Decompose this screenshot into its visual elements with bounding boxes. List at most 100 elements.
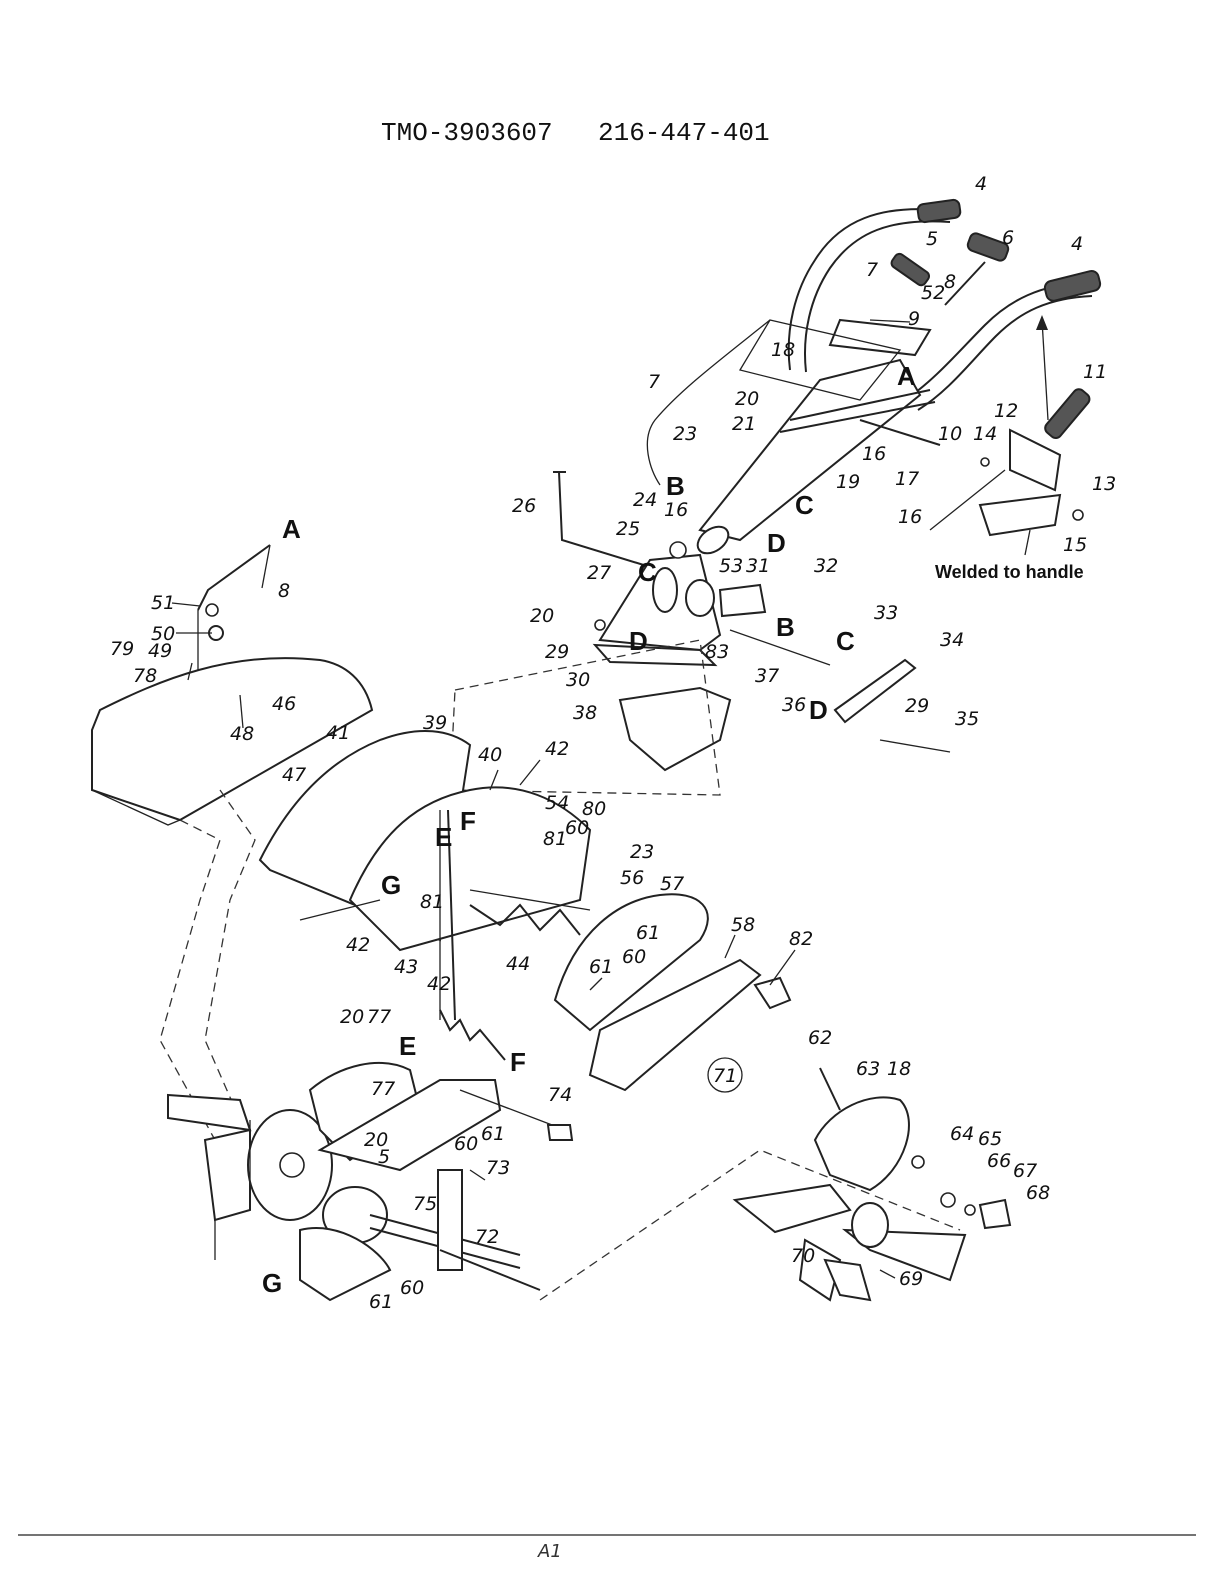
clutch-lever (1044, 388, 1091, 440)
callout-label: 8 (278, 580, 290, 602)
callout-label: 17 (895, 468, 919, 490)
callout-label: 7 (866, 259, 878, 281)
left-grip (916, 198, 962, 224)
callout-label: 6 (1002, 227, 1014, 249)
ref-D-right: D (809, 695, 828, 725)
callout-label: 54 (545, 792, 569, 814)
page-mark: A1 (537, 1541, 562, 1562)
callout-label: 56 (620, 867, 644, 889)
callout-label: 43 (394, 956, 418, 978)
ref-A-top: A (897, 361, 916, 391)
callout-label: 36 (782, 694, 806, 716)
callout-label: 10 (938, 423, 962, 445)
callout-label: 31 (746, 555, 770, 577)
callout-label: 72 (475, 1226, 499, 1248)
shift-knob (966, 232, 1010, 262)
ref-F-low: F (510, 1047, 526, 1077)
callout-label: 69 (899, 1268, 923, 1290)
callout-label: 5 (926, 228, 938, 250)
callout-label: 49 (148, 640, 172, 662)
leader-lines (171, 544, 896, 1279)
callout-label: 29 (905, 695, 929, 717)
callout-label: 20 (340, 1006, 364, 1028)
callout-label: 81 (543, 828, 567, 850)
callout-label: 23 (673, 423, 697, 445)
ref-B-mid: B (776, 612, 795, 642)
callout-label: 20 (735, 388, 759, 410)
callout-label: 16 (898, 506, 922, 528)
ref-F-mid: F (460, 806, 476, 836)
callout-label: 35 (955, 708, 979, 730)
callout-label: 78 (133, 665, 157, 687)
handle-column (698, 358, 922, 542)
callout-label: 29 (545, 641, 569, 663)
callout-labels: 4 5 6 4 7 52 8 9 7 18 20 21 23 16 19 10 … (110, 173, 1116, 1313)
callout-label: 30 (566, 669, 590, 691)
callout-label: 26 (512, 495, 536, 517)
callout-label: 79 (110, 638, 134, 660)
handle-mount-bracket (449, 471, 951, 796)
callout-label: 47 (282, 764, 306, 786)
callout-label: 24 (633, 489, 657, 511)
callout-label: 9 (908, 308, 920, 330)
callout-label: 53 (719, 555, 743, 577)
callout-label: 39 (423, 712, 447, 734)
callout-label: 61 (636, 922, 660, 944)
callout-label: 14 (973, 423, 997, 445)
ref-E-mid: E (435, 822, 452, 852)
callout-label: 60 (454, 1133, 478, 1155)
callout-label: 61 (589, 956, 613, 978)
callout-label: 60 (622, 946, 646, 968)
callout-label: 82 (789, 928, 813, 950)
ref-G-low: G (262, 1268, 282, 1298)
callout-label: 21 (732, 413, 756, 435)
callout-label: 65 (978, 1128, 1002, 1150)
callout-label: 57 (660, 873, 684, 895)
callout-label: 42 (427, 973, 451, 995)
callout-label: 23 (630, 841, 654, 863)
callout-label: 75 (413, 1193, 437, 1215)
callout-label: 4 (975, 173, 987, 195)
callout-label: 68 (1026, 1182, 1050, 1204)
ref-D-top: D (767, 528, 786, 558)
column-end (696, 525, 730, 555)
callout-label: 19 (836, 471, 860, 493)
callout-label: 33 (874, 602, 898, 624)
callout-label: 18 (887, 1058, 911, 1080)
callout-label: 42 (346, 934, 370, 956)
callout-label: 8 (944, 271, 956, 293)
callout-label: 64 (950, 1123, 974, 1145)
ref-C-mid: C (638, 557, 657, 587)
callout-label: 63 (856, 1058, 880, 1080)
callout-label: 52 (921, 282, 945, 304)
callout-label: 16 (862, 443, 886, 465)
ref-E-low: E (399, 1031, 416, 1061)
transmission (167, 1009, 961, 1302)
deflector-58 (588, 958, 762, 1092)
callout-label: 66 (987, 1150, 1011, 1172)
welded-to-handle-note: Welded to handle (935, 562, 1084, 582)
callout-label: 62 (808, 1027, 832, 1049)
callout-label: 37 (755, 665, 779, 687)
callout-label: 41 (326, 722, 350, 744)
callout-label: 40 (478, 744, 502, 766)
handle-assembly (646, 198, 1102, 556)
handle-crossbrace (828, 318, 932, 357)
callout-label: 20 (364, 1129, 388, 1151)
callout-label: 48 (230, 723, 254, 745)
callout-label: 4 (1071, 233, 1083, 255)
control-lever (890, 252, 931, 287)
callout-label: 80 (582, 798, 606, 820)
ref-A-left: A (282, 514, 301, 544)
callout-label: 13 (1092, 473, 1116, 495)
callout-label: 16 (664, 499, 688, 521)
ref-C-right: C (836, 626, 855, 656)
callout-label: 25 (616, 518, 640, 540)
callout-label: 44 (506, 953, 530, 975)
model-code: TMO-3903607 (381, 118, 553, 148)
callout-circle-71 (707, 1057, 743, 1093)
ref-G-mid: G (381, 870, 401, 900)
callout-label: 61 (481, 1123, 505, 1145)
callout-label: 7 (648, 371, 660, 393)
